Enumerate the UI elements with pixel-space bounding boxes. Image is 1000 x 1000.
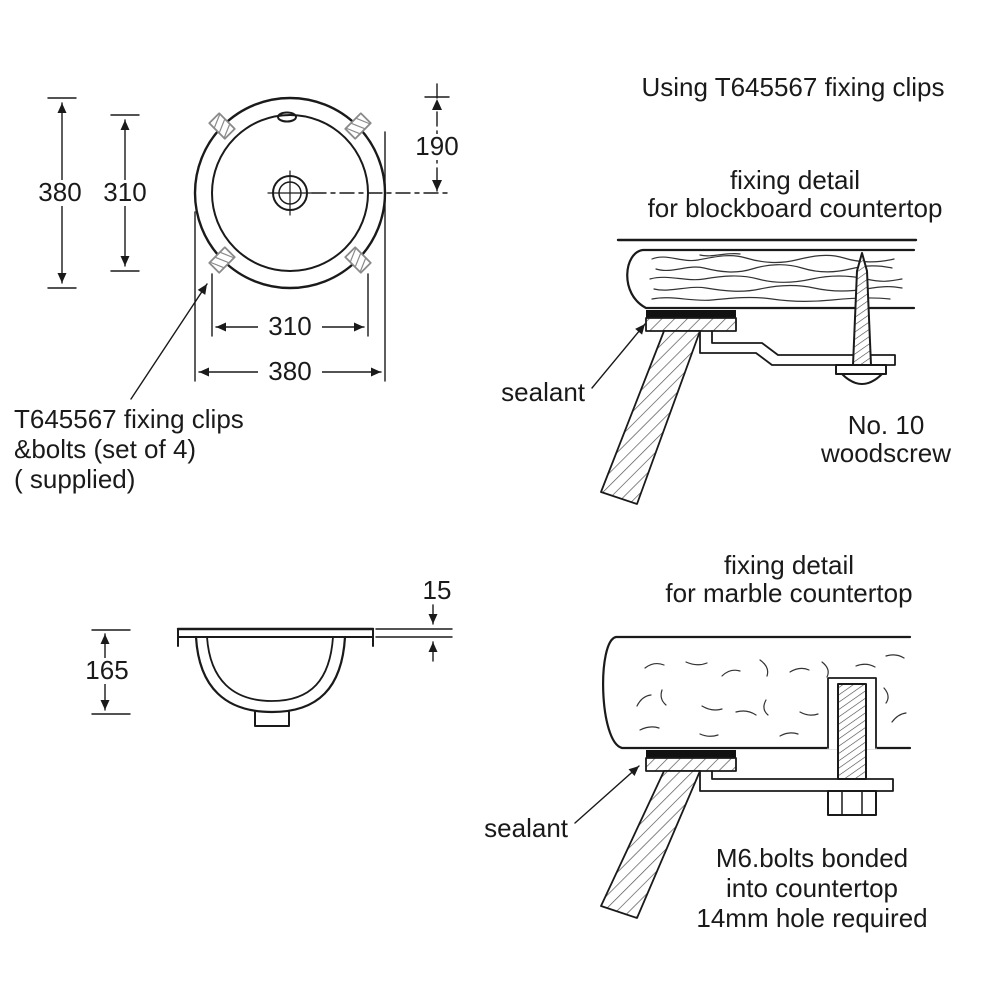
marble-sealant-label: sealant <box>484 813 569 843</box>
dim-380-h-label: 380 <box>268 356 311 386</box>
clips-note-line2: &bolts (set of 4) <box>14 434 196 464</box>
dim-rim-thickness: 15 <box>375 575 453 662</box>
bolt-hole-outline <box>827 677 877 749</box>
drain-stub <box>254 711 290 727</box>
basin-wall-section <box>600 330 701 505</box>
bolt-label-line2: into countertop <box>726 873 898 903</box>
drain-crosshair <box>267 170 313 216</box>
overflow-hole <box>277 111 297 123</box>
radius-arrow-down <box>432 180 442 191</box>
dim-380-v-label: 380 <box>38 177 81 207</box>
dim-inner-diameter-horizontal: 310 <box>211 273 369 341</box>
dim-15-label: 15 <box>423 575 452 605</box>
basin-wall-section <box>600 770 701 919</box>
dim-inner-diameter-vertical: 310 <box>99 114 151 272</box>
fixing-clip-bottom-left <box>208 246 236 274</box>
marble-texture <box>636 654 907 737</box>
woodscrew-washer <box>835 364 887 375</box>
woodscrew-label-line1: No. 10 <box>848 410 925 440</box>
dim-310-h-label: 310 <box>268 311 311 341</box>
wood-grain <box>649 252 903 302</box>
bolt-shank <box>837 683 867 780</box>
bowl-inner-wall <box>206 636 334 702</box>
blockboard-caption-line2: for blockboard countertop <box>648 193 943 223</box>
dim-bowl-depth: 165 <box>79 629 135 715</box>
dim-outer-diameter-horizontal: 380 <box>194 131 386 386</box>
dim-outer-diameter-vertical: 380 <box>34 97 86 289</box>
sealant-leader-line <box>574 765 640 824</box>
blockboard-sealant-label: sealant <box>501 377 586 407</box>
marble-caption-line2: for marble countertop <box>665 578 912 608</box>
page-title: Using T645567 fixing clips <box>641 72 944 102</box>
rim-end-caps <box>177 628 374 647</box>
sealant-leader-line <box>591 323 646 389</box>
bolt-nut <box>827 790 877 816</box>
clips-note-line3: ( supplied) <box>14 464 135 494</box>
dim-label-bg <box>409 134 465 160</box>
woodscrew-shank <box>852 252 872 366</box>
basin-top-view: 190 380 310 310 380 T6455 <box>14 83 465 494</box>
m6-bolt <box>827 683 877 816</box>
woodscrew-label-line2: woodscrew <box>820 438 951 468</box>
fixing-clip-bottom-right <box>344 246 372 274</box>
sealant-bead <box>646 310 736 318</box>
blockboard-detail: fixing detail for blockboard countertop … <box>501 165 951 505</box>
fixing-clip-profile <box>699 330 896 366</box>
dim-radius-label: 190 <box>415 131 458 161</box>
sealant-bead <box>646 750 736 758</box>
woodscrew <box>835 252 887 385</box>
bowl-outer-wall <box>194 635 347 714</box>
radius-arrow-up <box>432 99 442 110</box>
basin-flange-section <box>645 757 737 772</box>
basin-side-view: 15 165 <box>79 575 453 727</box>
marble-caption-line1: fixing detail <box>724 550 854 580</box>
clips-note-line1: T645567 fixing clips <box>14 404 244 434</box>
bolt-label-line1: M6.bolts bonded <box>716 843 908 873</box>
woodscrew-head <box>841 373 883 385</box>
fixing-clip-top-left <box>208 112 236 140</box>
bolt-label-line3: 14mm hole required <box>696 903 927 933</box>
dim-165-label: 165 <box>85 655 128 685</box>
bolt-nut-facets <box>841 790 863 816</box>
fixing-clip-top-right <box>344 112 372 140</box>
marble-detail: fixing detail for marble countertop seal… <box>484 550 927 933</box>
clips-leader-line <box>130 283 208 400</box>
blockboard-caption-line1: fixing detail <box>730 165 860 195</box>
basin-flange-section <box>645 317 737 332</box>
dim-310-v-label: 310 <box>103 177 146 207</box>
